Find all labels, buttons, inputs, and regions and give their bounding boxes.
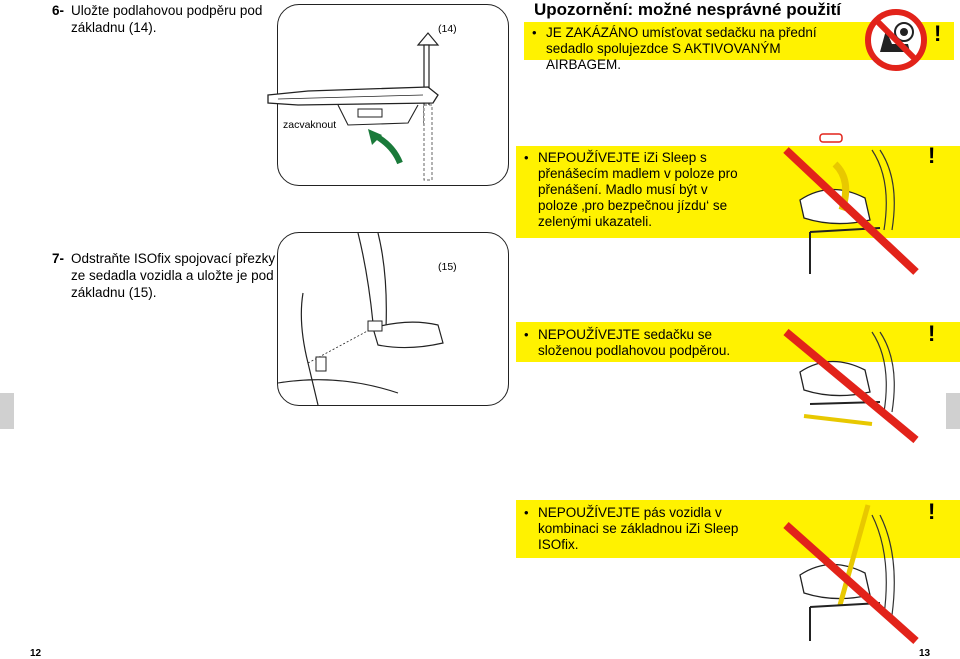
figure-15-frame: (15) — [277, 232, 509, 406]
step-7-text: Odstraňte ISOfix spojovací přezky ze sed… — [71, 251, 276, 300]
airbag-prohibition-icon — [865, 9, 927, 71]
warning-4-bullet: • — [524, 505, 529, 520]
figure-14-label: (14) — [438, 23, 457, 35]
step-6-number: 6- — [52, 3, 65, 18]
right-page-tab — [946, 393, 960, 429]
warning-2-text: NEPOUŽÍVEJTE iZi Sleep s přenášecím madl… — [538, 150, 738, 229]
warning-3-bullet: • — [524, 327, 529, 342]
page-number-left: 12 — [30, 648, 42, 659]
warning-title: Upozornění: možné nesprávné použití — [534, 0, 841, 19]
step-7-number: 7- — [52, 251, 65, 266]
warning-1-bullet: • — [532, 25, 537, 40]
warning-4-text: NEPOUŽÍVEJTE pás vozidla v kombinaci se … — [538, 505, 739, 552]
figure-14-frame: (14) zacvaknout — [267, 4, 509, 186]
step-6: 6- Uložte podlahovou podpěru pod základn… — [52, 2, 292, 42]
page-number-right: 13 — [919, 648, 931, 659]
vehicle-belt-prohibited-icon — [783, 504, 919, 644]
warning-2-bullet: • — [524, 150, 529, 165]
warning-1-text: JE ZAKÁZÁNO umísťovat sedačku na přední … — [546, 25, 817, 72]
warning-3-mark: ! — [928, 321, 936, 346]
base-floor-support-illustration — [267, 32, 440, 181]
step-7: 7- Odstraňte ISOfix spojovací přezky ze … — [52, 250, 292, 310]
warning-1-mark: ! — [934, 21, 942, 46]
click-callout: zacvaknout — [283, 119, 337, 131]
folded-support-prohibited-icon — [783, 328, 919, 444]
vehicle-seat-isofix-illustration — [277, 232, 444, 406]
warning-4-mark: ! — [928, 499, 936, 524]
step-6-text: Uložte podlahovou podpěru pod základnu (… — [71, 3, 263, 35]
left-page-tab — [0, 393, 14, 429]
warning-3-text: NEPOUŽÍVEJTE sedačku se složenou podlaho… — [538, 327, 731, 358]
figure-15-label: (15) — [438, 261, 457, 273]
carrycot-handle-prohibited-icon — [783, 133, 919, 275]
warning-2-mark: ! — [928, 143, 936, 168]
